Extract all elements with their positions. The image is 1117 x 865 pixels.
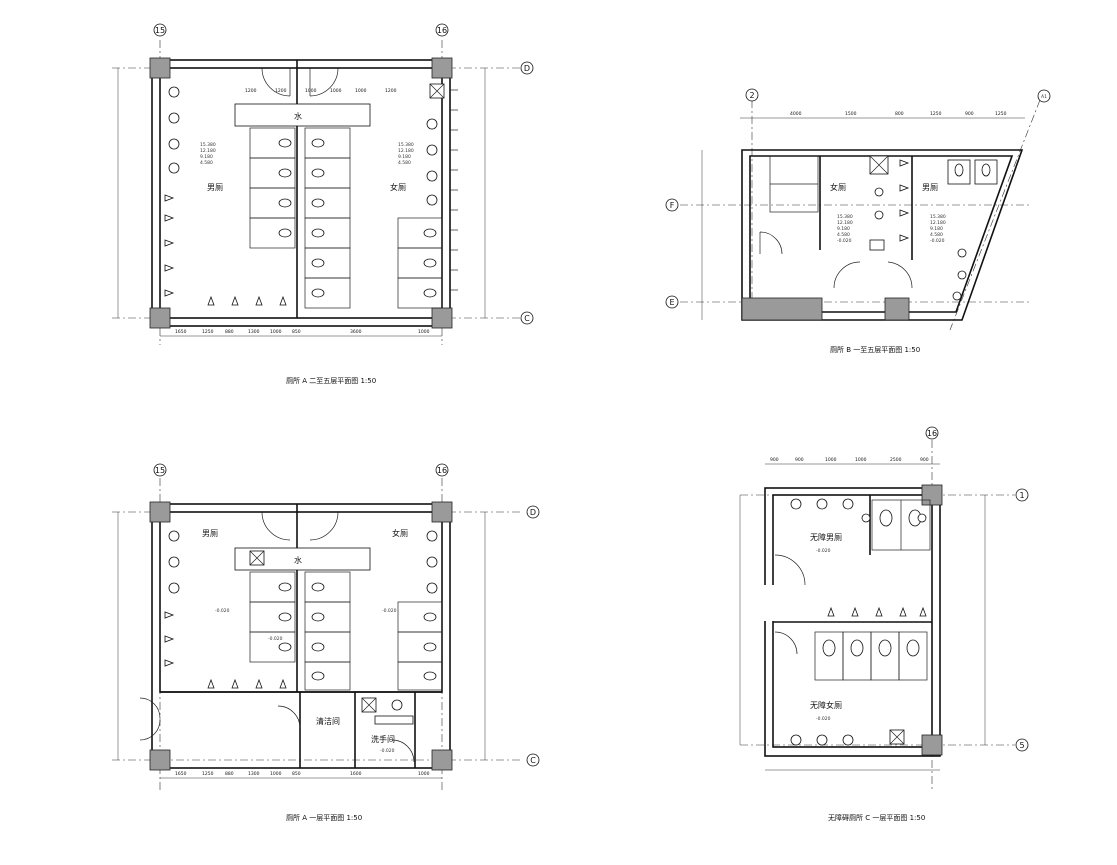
svg-text:12.180: 12.180	[398, 148, 414, 154]
svg-text:1000: 1000	[825, 457, 837, 463]
svg-text:880: 880	[225, 329, 234, 335]
grid-label: 2	[749, 91, 754, 100]
svg-text:4.580: 4.580	[398, 160, 411, 166]
room-label: 男厕	[207, 183, 223, 192]
svg-text:4.580: 4.580	[930, 232, 943, 238]
room-label: 男厕	[202, 529, 218, 538]
svg-text:1250: 1250	[995, 111, 1007, 117]
plan-c: 16 1 5 无障男厕 无障女厕 -0.020 -0.020	[739, 426, 1029, 822]
grid-label: C	[530, 756, 536, 765]
svg-text:15.380: 15.380	[930, 214, 946, 220]
grid-label: A1	[1041, 94, 1047, 100]
svg-text:1200: 1200	[385, 88, 397, 94]
plan-caption: 厕所 A 二至五层平面图 1:50	[286, 376, 376, 385]
grid-label: C	[524, 314, 530, 323]
svg-text:1000: 1000	[355, 88, 367, 94]
svg-text:15.380: 15.380	[200, 142, 216, 148]
grid-label: D	[524, 64, 530, 73]
plan-a-upper: 15 16 D C 水	[112, 23, 534, 385]
plan-a-ground: 15 16 D C 水	[112, 463, 540, 822]
grid-label: 15	[155, 466, 165, 475]
grid-label: 16	[437, 466, 447, 475]
svg-text:1250: 1250	[930, 111, 942, 117]
svg-text:9.180: 9.180	[398, 154, 411, 160]
svg-text:-0.020: -0.020	[268, 636, 283, 642]
svg-text:-0.020: -0.020	[382, 608, 397, 614]
svg-text:1000: 1000	[270, 771, 282, 777]
grid-label: 15	[155, 26, 165, 35]
svg-text:9.180: 9.180	[200, 154, 213, 160]
svg-text:850: 850	[292, 329, 301, 335]
svg-text:900: 900	[965, 111, 974, 117]
svg-text:9.180: 9.180	[930, 226, 943, 232]
grid-label: E	[669, 298, 674, 307]
svg-text:15.380: 15.380	[837, 214, 853, 220]
grid-label: 1	[1019, 491, 1024, 500]
level-mark: -0.020	[816, 716, 831, 722]
svg-text:1300: 1300	[248, 771, 260, 777]
svg-text:1500: 1500	[845, 111, 857, 117]
plan-caption: 厕所 B 一至五层平面图 1:50	[830, 345, 920, 354]
plan-b: 2 F E A1 女厕 男厕 15.380 12.180	[665, 88, 1051, 354]
svg-text:12.180: 12.180	[837, 220, 853, 226]
svg-text:9.180: 9.180	[837, 226, 850, 232]
room-label: 无障女厕	[810, 700, 842, 710]
svg-text:-0.020: -0.020	[930, 238, 945, 244]
level-mark: -0.020	[816, 548, 831, 554]
svg-text:1000: 1000	[418, 771, 430, 777]
svg-text:4000: 4000	[790, 111, 802, 117]
room-label: 水	[294, 111, 302, 121]
svg-text:2500: 2500	[890, 457, 902, 463]
svg-text:1250: 1250	[202, 771, 214, 777]
grid-label: D	[530, 508, 536, 517]
svg-text:1000: 1000	[270, 329, 282, 335]
svg-text:1200: 1200	[275, 88, 287, 94]
grid-label: 16	[437, 26, 447, 35]
svg-text:-0.020: -0.020	[380, 748, 395, 754]
room-label: 女厕	[830, 182, 846, 192]
svg-text:1200: 1200	[245, 88, 257, 94]
svg-text:1000: 1000	[305, 88, 317, 94]
svg-text:900: 900	[770, 457, 779, 463]
svg-text:1600: 1600	[350, 771, 362, 777]
svg-text:12.180: 12.180	[930, 220, 946, 226]
plan-caption: 厕所 A 一层平面图 1:50	[286, 813, 362, 822]
svg-text:900: 900	[795, 457, 804, 463]
svg-text:-0.020: -0.020	[837, 238, 852, 244]
svg-text:15.380: 15.380	[398, 142, 414, 148]
svg-text:4.580: 4.580	[200, 160, 213, 166]
svg-text:800: 800	[895, 111, 904, 117]
room-label: 无障男厕	[810, 532, 842, 542]
level-stack: 15.380 12.180 9.180 4.580 -0.020 15.380 …	[837, 214, 946, 244]
svg-text:900: 900	[920, 457, 929, 463]
room-label: 女厕	[392, 528, 408, 538]
plan-caption: 无障碍厕所 C 一层平面图 1:50	[828, 813, 925, 822]
room-label: 女厕	[390, 182, 406, 192]
svg-text:1250: 1250	[202, 329, 214, 335]
svg-text:4.580: 4.580	[837, 232, 850, 238]
level-stack: 15.380 12.180 9.180 4.580 15.380 12.180 …	[200, 142, 414, 166]
room-label: 洗手间	[371, 734, 395, 744]
svg-text:12.180: 12.180	[200, 148, 216, 154]
room-label: 清洁间	[316, 716, 340, 726]
svg-text:3600: 3600	[350, 329, 362, 335]
svg-text:1000: 1000	[855, 457, 867, 463]
svg-text:1650: 1650	[175, 771, 187, 777]
svg-text:1000: 1000	[418, 329, 430, 335]
room-label: 水	[294, 555, 302, 565]
svg-text:880: 880	[225, 771, 234, 777]
svg-text:1300: 1300	[248, 329, 260, 335]
svg-text:850: 850	[292, 771, 301, 777]
level-marks: -0.020 -0.020 -0.020 -0.020	[215, 608, 397, 754]
grid-label: 16	[927, 429, 937, 438]
svg-text:1000: 1000	[330, 88, 342, 94]
svg-text:1650: 1650	[175, 329, 187, 335]
svg-text:-0.020: -0.020	[215, 608, 230, 614]
grid-label: 5	[1019, 741, 1024, 750]
grid-label: F	[670, 201, 675, 210]
room-label: 男厕	[922, 183, 938, 192]
